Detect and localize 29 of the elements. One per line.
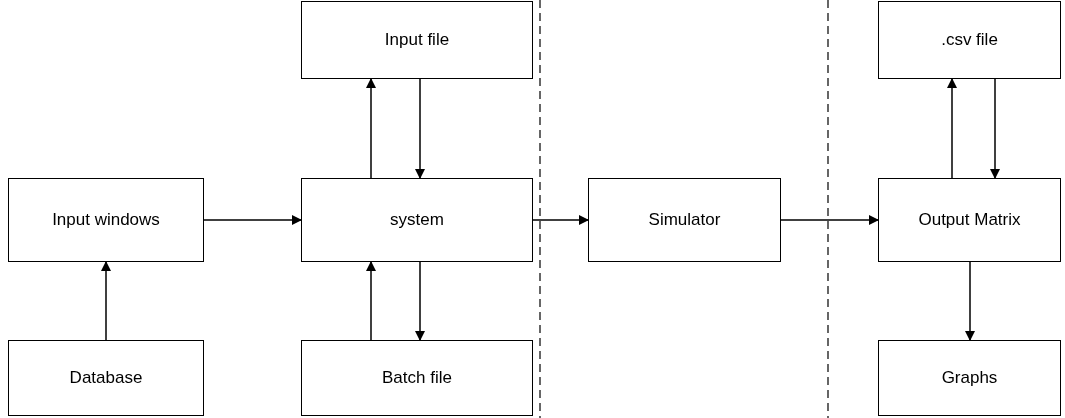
process-box: [588, 178, 781, 262]
box-label: Batch file: [382, 368, 452, 388]
process-box: [8, 178, 204, 262]
arrow: [415, 78, 425, 179]
arrow: [203, 215, 302, 225]
arrow: [965, 261, 975, 341]
process-box: [878, 340, 1061, 416]
arrow: [947, 78, 957, 179]
box-label: Input file: [384, 30, 450, 50]
box-label: Input windows: [52, 210, 160, 230]
process-box: [8, 340, 204, 416]
arrow: [415, 261, 425, 341]
arrow: [366, 261, 376, 341]
process-box: [301, 1, 533, 79]
process-box: [301, 340, 533, 416]
arrow: [780, 215, 879, 225]
box-label: Simulator: [648, 210, 721, 230]
arrow: [532, 215, 589, 225]
box-label: Database: [69, 368, 143, 388]
box-label: .csv file: [941, 30, 998, 50]
process-box: [301, 178, 533, 262]
process-box: [878, 1, 1061, 79]
arrow: [366, 78, 376, 179]
box-label: Output Matrix: [918, 210, 1021, 230]
process-box: [878, 178, 1061, 262]
arrow: [101, 261, 111, 341]
box-label: Graphs: [941, 368, 998, 388]
box-label: system: [390, 210, 444, 230]
arrow: [990, 78, 1000, 179]
